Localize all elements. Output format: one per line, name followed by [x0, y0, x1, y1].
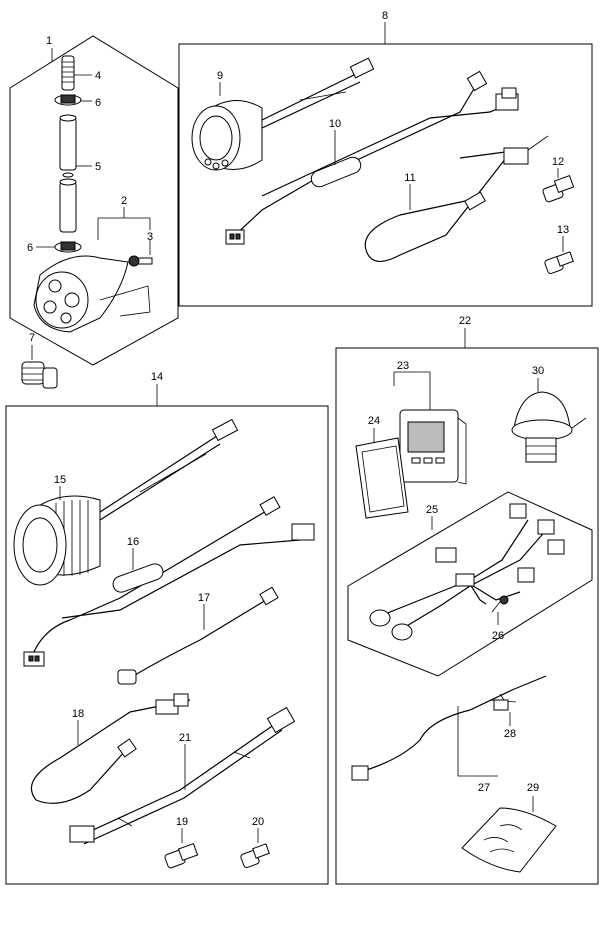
harness-part-18 — [30, 693, 191, 804]
label-21: 21 — [179, 732, 191, 744]
fitting-part-20 — [240, 828, 270, 868]
clip-part-top — [54, 94, 82, 106]
label-20: 20 — [252, 816, 264, 828]
label-3: 3 — [147, 231, 153, 243]
gauge-part-9 — [191, 57, 375, 171]
label-1: 1 — [46, 35, 52, 47]
tube-part — [59, 114, 77, 233]
label-5: 5 — [95, 161, 101, 173]
harness-part-11 — [364, 135, 549, 262]
label-7: 7 — [29, 332, 35, 344]
bag-part-29 — [461, 796, 557, 873]
label-6b: 6 — [27, 242, 33, 254]
harness-part-21 — [69, 706, 296, 845]
label-19: 19 — [176, 816, 188, 828]
label-16: 16 — [127, 536, 139, 548]
label-8: 8 — [382, 10, 388, 22]
label-25: 25 — [426, 504, 438, 516]
label-23: 23 — [397, 360, 409, 372]
label-12: 12 — [552, 156, 564, 168]
label-30: 30 — [532, 365, 544, 377]
label-15: 15 — [54, 474, 66, 486]
group-14-kit — [5, 384, 329, 885]
display-part-23 — [393, 371, 467, 485]
label-9: 9 — [217, 70, 223, 82]
label-4: 4 — [95, 70, 101, 82]
part-labels: 1 2 3 4 5 6 6 7 8 9 10 11 12 13 14 15 16… — [27, 10, 569, 828]
group-1-kit — [9, 35, 179, 366]
label-29: 29 — [527, 782, 539, 794]
harness-part-10 — [225, 70, 519, 245]
label-10: 10 — [329, 118, 341, 130]
label-18: 18 — [72, 708, 84, 720]
sensor-cable-part-17 — [117, 586, 279, 685]
label-28: 28 — [504, 728, 516, 740]
label-2: 2 — [121, 195, 127, 207]
gauge-part-15 — [13, 418, 239, 586]
label-22: 22 — [459, 315, 471, 327]
buzzer-part-30 — [511, 378, 587, 463]
label-11: 11 — [404, 172, 415, 184]
label-24: 24 — [368, 415, 380, 427]
pitot-housing-part — [33, 255, 151, 333]
label-17: 17 — [198, 592, 210, 604]
harness-part-27 — [351, 675, 547, 781]
label-6a: 6 — [95, 97, 101, 109]
label-27: 27 — [478, 782, 490, 794]
screw-part-26 — [491, 595, 509, 625]
label-13: 13 — [557, 224, 569, 236]
harness-part-16 — [23, 496, 315, 667]
fitting-part-12 — [542, 168, 575, 203]
harness-part-25 — [347, 491, 593, 677]
cover-part-24 — [355, 428, 409, 519]
label-14: 14 — [151, 371, 163, 383]
group-8-kit — [178, 22, 593, 307]
label-26: 26 — [492, 630, 504, 642]
spring-part — [61, 55, 75, 91]
fitting-part-13 — [544, 236, 574, 274]
group-22-kit — [335, 328, 599, 885]
fitting-part-7 — [21, 345, 58, 389]
fitting-part-19 — [164, 828, 199, 869]
clip-part-bottom — [54, 241, 82, 253]
screw-part-3 — [128, 255, 153, 267]
